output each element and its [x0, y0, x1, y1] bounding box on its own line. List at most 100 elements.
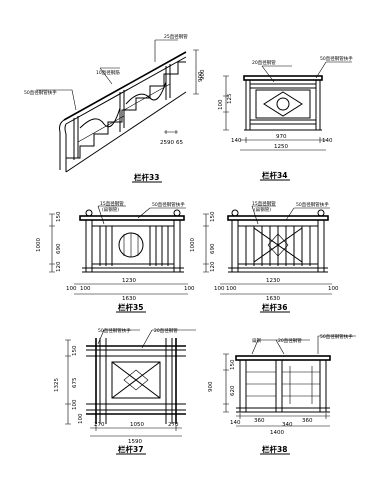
inner-box-34 — [255, 89, 311, 119]
note-35-a: 15直径钢管 — [100, 200, 124, 207]
decor-wave-2 — [125, 81, 167, 105]
frame-34 — [244, 80, 322, 131]
diagonals-37 — [111, 361, 161, 399]
note-38-c: 50直径钢管扶手 — [320, 333, 353, 340]
decor-wave-1 — [79, 107, 121, 129]
posts-35 — [82, 220, 184, 273]
dim-38-c: 620 — [230, 385, 236, 396]
leaders-37 — [97, 329, 196, 349]
leaders-34 — [261, 61, 352, 83]
dim-34-d: 140 — [231, 138, 242, 144]
stair-underside — [65, 91, 187, 173]
dim-lines-36 — [203, 213, 332, 295]
handrail-34 — [243, 75, 323, 81]
finial-35-right — [173, 209, 181, 217]
dim-34-b: 900 — [200, 69, 206, 80]
leaders-38 — [251, 335, 356, 355]
title-36: 栏杆36 — [262, 302, 287, 312]
balusters-36 — [238, 225, 318, 266]
dim-37-h: 270 — [168, 422, 179, 428]
leaders-33 — [36, 39, 178, 111]
note-36-a: 15直径钢管 — [252, 200, 276, 207]
balusters-35 — [92, 225, 174, 266]
dim-37-i: 1590 — [128, 439, 142, 445]
decor-rail-low — [77, 83, 171, 143]
grid-lines-37 — [86, 338, 186, 424]
dim-lines-33 — [164, 49, 199, 134]
dim-37-d: 100 — [72, 399, 78, 410]
dim-33-c: 900 — [198, 71, 204, 82]
frame-38 — [236, 360, 330, 413]
panel-36: 15直径钢管 (扁钢管) 50直径钢管扶手 1000 150 690 120 1… — [190, 200, 339, 313]
dim-36-i: 1630 — [266, 296, 280, 302]
dim-33-b: 65 — [176, 140, 183, 146]
title-33: 栏杆33 — [134, 172, 159, 182]
dim-38-a: 900 — [208, 381, 214, 392]
panel-37: 50直径钢管扶手 20直径钢管 1325 150 675 100 100 270… — [54, 327, 196, 455]
dim-38-b: 150 — [230, 359, 236, 370]
finial-36-right — [317, 209, 325, 217]
note-35-b: (扁钢管) — [102, 206, 119, 213]
note-36-b: (扁钢管) — [254, 206, 271, 213]
inner-square-37 — [111, 361, 161, 399]
dim-35-f: 100 — [66, 286, 77, 292]
handrail-top — [63, 51, 187, 121]
dim-lines-34 — [223, 75, 326, 151]
rail-posts — [73, 64, 171, 160]
note-38-a: 扁钢 — [252, 337, 261, 344]
dim-36-e: 1230 — [266, 278, 280, 284]
note-33-c: 50直径钢管扶手 — [24, 89, 57, 96]
dim-38-e: 360 — [254, 418, 265, 424]
dim-36-b: 150 — [210, 211, 216, 222]
dim-lines-35 — [49, 213, 188, 295]
dim-34-g: 1250 — [274, 144, 288, 150]
dim-36-f: 100 — [214, 286, 225, 292]
note-35-c: 50直径钢管扶手 — [152, 201, 185, 208]
stair-steps — [65, 61, 186, 172]
dim-34-f: 140 — [322, 138, 333, 144]
title-35: 栏杆35 — [118, 302, 143, 312]
dim-35-g: 100 — [80, 286, 91, 292]
dim-36-d: 120 — [210, 261, 216, 272]
dim-36-a: 1000 — [190, 238, 196, 252]
handrail-36 — [227, 215, 329, 221]
dim-35-b: 150 — [56, 211, 62, 222]
dim-33-a: 2590 — [160, 140, 174, 146]
dim-35-h: 100 — [184, 286, 195, 292]
leaders-35 — [97, 205, 186, 225]
diamond-36 — [267, 233, 289, 257]
diamond-34 — [263, 91, 303, 117]
title-37: 栏杆37 — [118, 444, 143, 454]
dim-38-d: 140 — [230, 420, 241, 426]
dim-36-c: 690 — [210, 243, 216, 254]
hbars-38 — [246, 366, 320, 404]
note-34-b: 50直径钢管扶手 — [320, 55, 353, 62]
handrail-38 — [235, 355, 331, 361]
dim-34-e: 970 — [276, 134, 287, 140]
grid-outer-37 — [86, 338, 186, 424]
inner-diamond-37 — [123, 369, 149, 391]
dim-35-c: 690 — [56, 243, 62, 254]
finial-36-left — [231, 209, 239, 217]
dim-35-a: 1000 — [36, 238, 42, 252]
dim-34-c: 125 — [227, 93, 233, 104]
cross-36 — [253, 227, 303, 263]
panel-34: 20直径钢管 50直径钢管扶手 100 900 125 140 970 140 … — [200, 55, 353, 181]
dim-36-h: 100 — [328, 286, 339, 292]
dim-37-e: 100 — [78, 413, 84, 424]
dim-38-h: 1400 — [270, 430, 284, 436]
ring-35-bars — [123, 233, 139, 257]
handrail-bottom — [65, 56, 187, 125]
dim-37-c: 675 — [72, 377, 78, 388]
dim-37-a: 1325 — [54, 378, 60, 392]
handrail-curve — [59, 119, 67, 172]
dim-35-i: 1630 — [122, 296, 136, 302]
dim-37-b: 150 — [72, 345, 78, 356]
dim-38-f: 340 — [282, 422, 293, 428]
dim-37-g: 1050 — [130, 422, 144, 428]
note-38-b: 20直径钢管 — [278, 337, 302, 344]
dim-lines-38 — [223, 353, 330, 427]
note-33-a: 25直径钢管 — [164, 33, 188, 40]
panel-38: 扁钢 20直径钢管 50直径钢管扶手 900 150 620 140 360 3… — [208, 333, 356, 455]
